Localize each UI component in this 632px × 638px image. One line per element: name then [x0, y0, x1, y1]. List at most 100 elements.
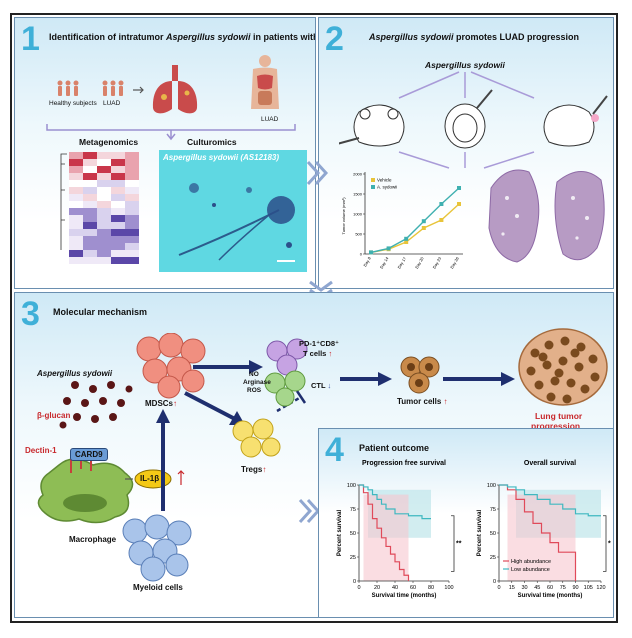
fungus-illustration — [178, 183, 295, 262]
chart-title: Overall survival — [524, 460, 576, 467]
x-tick-label: 15 — [509, 585, 515, 591]
x-tick-label: 75 — [560, 585, 566, 591]
heatmap-cell — [125, 159, 139, 166]
heatmap-cell — [125, 222, 139, 229]
y-tick-label: 50 — [350, 531, 356, 537]
panel-4: 4 Patient outcome Progression free survi… — [318, 428, 614, 618]
tumor-nucleus — [588, 354, 598, 364]
heatmap-cell — [69, 208, 83, 215]
heatmap-cell — [69, 187, 83, 194]
tumor-nucleus — [526, 366, 536, 376]
x-tick-label: 0 — [497, 585, 500, 591]
heatmap-cell — [97, 173, 111, 180]
card9-box: CARD9 — [70, 448, 108, 461]
heatmap-cell — [111, 201, 125, 208]
macrophage-cell — [37, 455, 134, 524]
healthy-label: Healthy subjects — [49, 100, 97, 107]
heatmap-cell — [83, 215, 97, 222]
data-point — [404, 240, 409, 244]
person-icon — [73, 80, 79, 96]
heatmap-cell — [97, 201, 111, 208]
pd1-label: PD-1⁺CD8⁺ — [299, 339, 340, 348]
y-tick-label: 1500 — [353, 192, 363, 197]
heatmap-cell — [97, 215, 111, 222]
heatmap — [60, 152, 139, 264]
significance-bracket — [451, 515, 455, 572]
heatmap-cell — [111, 215, 125, 222]
heatmap-cell — [83, 180, 97, 187]
heatmap-cell — [125, 236, 139, 243]
heatmap-cell — [97, 243, 111, 250]
heatmap-cell — [125, 152, 139, 159]
x-tick-label: Day 23 — [432, 255, 443, 269]
heatmap-cell — [69, 159, 83, 166]
y-tick-label: 0 — [360, 252, 363, 257]
x-tick-label: Day 26 — [449, 255, 460, 269]
panel-2-title: Aspergillus sydowii promotes LUAD progre… — [369, 32, 580, 42]
heatmap-cell — [125, 243, 139, 250]
x-tick-label: 20 — [374, 585, 380, 591]
x-tick-label: 80 — [428, 585, 434, 591]
species-label: Aspergillus sydowii — [425, 60, 505, 70]
y-tick-label: 75 — [350, 507, 356, 513]
tumor-cells — [400, 356, 440, 394]
myeloid-label: Myeloid cells — [133, 583, 183, 592]
heatmap-cell — [69, 229, 83, 236]
tcells-label: T cells ↑ — [303, 349, 333, 358]
y-tick-label: 50 — [490, 531, 496, 537]
heatmap-cell — [83, 243, 97, 250]
legend-label: A. sydowii — [377, 185, 397, 190]
heatmap-cell — [69, 222, 83, 229]
treg-cells — [232, 418, 281, 458]
legend-label: High abundance — [511, 559, 551, 565]
x-tick-label: Day 17 — [396, 255, 407, 269]
heatmap-cell — [97, 208, 111, 215]
no-label: NO — [249, 371, 259, 378]
heatmap-cell — [111, 166, 125, 173]
heatmap-cell — [97, 187, 111, 194]
heatmap-cell — [83, 208, 97, 215]
person-icon — [110, 80, 116, 96]
data-point — [421, 226, 426, 230]
data-point — [439, 202, 444, 206]
panel-1: 1 Identification of intratumor Aspergill… — [14, 17, 316, 289]
il1b-label: IL-1β — [140, 474, 160, 483]
luad-label: LUAD — [103, 100, 121, 107]
heatmap-cell — [83, 250, 97, 257]
y-tick-label: 0 — [353, 579, 356, 585]
histology-images — [488, 169, 605, 263]
heatmap-cell — [83, 187, 97, 194]
heatmap-cell — [97, 159, 111, 166]
heatmap-cell — [125, 229, 139, 236]
x-tick-label: 40 — [392, 585, 398, 591]
y-tick-label: 100 — [487, 483, 496, 489]
tumor-cells-label: Tumor cells ↑ — [397, 397, 448, 406]
heatmap-cell — [69, 250, 83, 257]
metagenomics-label: Metagenomics — [79, 137, 139, 147]
lung-tumor-label: Lung tumor — [535, 411, 583, 421]
heatmap-cell — [125, 173, 139, 180]
myeloid-cells — [122, 514, 192, 582]
heatmap-cell — [69, 236, 83, 243]
heatmap-cell — [83, 257, 97, 264]
heatmap-cell — [125, 208, 139, 215]
heatmap-cell — [111, 208, 125, 215]
panel-4-title: Patient outcome — [359, 443, 430, 453]
mouse-icon — [339, 104, 405, 147]
x-tick-label: Day 8 — [362, 255, 372, 267]
culturomics-label: Culturomics — [187, 137, 237, 147]
data-point — [386, 246, 391, 251]
heatmap-cell — [111, 229, 125, 236]
survival-curve — [359, 484, 431, 520]
x-tick-label: 90 — [572, 585, 578, 591]
mdsc-cells — [136, 333, 206, 399]
x-tick-label: 60 — [547, 585, 553, 591]
tumor-mass — [518, 328, 608, 406]
panel-1-title: Identification of intratumor Aspergillus… — [49, 32, 315, 42]
panel-2-number: 2 — [325, 20, 344, 58]
x-tick-label: 60 — [410, 585, 416, 591]
x-tick-label: 30 — [521, 585, 527, 591]
